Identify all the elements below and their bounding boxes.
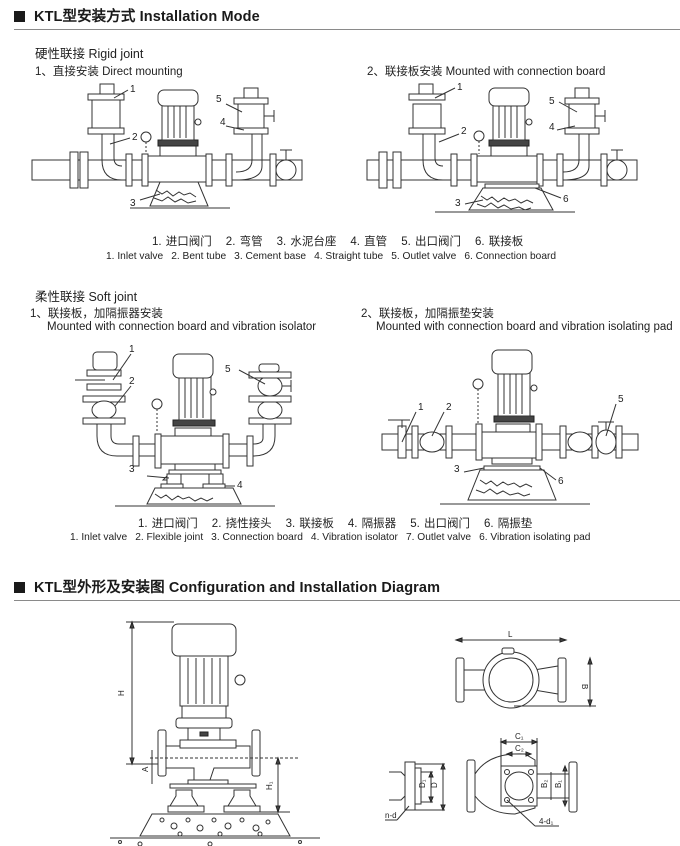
callout-1: 1 [129, 344, 135, 355]
configuration-title: KTL型外形及安装图 Configuration and Installatio… [34, 580, 441, 596]
legend-item: 4. 隔振器 [347, 518, 397, 530]
legend-item: 5. Outlet valve [391, 251, 457, 262]
dim-label-4d1: 4-d₁ [539, 817, 554, 826]
callout-2: 2 [132, 132, 138, 143]
legend-item: 2. 弯管 [225, 236, 263, 248]
legend-item: 6. 隔振垫 [483, 518, 533, 530]
square-bullet-icon [14, 11, 25, 22]
callout-1: 1 [457, 82, 463, 93]
callout-2: 2 [129, 376, 135, 387]
legend-item: 4. Straight tube [314, 251, 384, 262]
pump-top-view-diagram: L B [454, 630, 596, 709]
callout-6: 6 [558, 476, 564, 487]
connection-board-caption: 2、联接板安装 Mounted with connection board [367, 66, 606, 78]
pad-caption-en: Mounted with connection board and vibrat… [376, 321, 673, 333]
soft-pad-diagram: 1 2 3 5 6 [381, 349, 639, 505]
legend-item: 7. Outlet valve [405, 532, 472, 543]
legend-item: 2. Bent tube [171, 251, 227, 262]
legend-item: 2. 挠性接头 [211, 518, 272, 530]
legend-item: 4. 直管 [350, 236, 388, 248]
legend-item: 5. 出口阀门 [410, 518, 470, 530]
section-divider [14, 29, 680, 30]
legend-item: 1. Inlet valve [106, 251, 164, 262]
dim-label-c2: C₂ [515, 744, 524, 753]
callout-3: 3 [130, 198, 136, 209]
legend-item: 1. Inlet valve [70, 532, 128, 543]
dim-label-h: H [117, 690, 126, 696]
dim-label-b1: B₁ [554, 780, 563, 788]
dim-label-d: D [430, 782, 439, 788]
soft-legend-cn: 1. 进口阀门 2. 挠性接头 3. 联接板 4. 隔振器 5. 出口阀门 6. 隔振垫 [138, 515, 546, 531]
pump-elevation-diagram: H A H₁ [110, 620, 320, 846]
pump-base-flange-diagram: D₁ D n-d C₁ C₂ B₂ B₁ 4-d₁ [385, 732, 578, 827]
callout-6: 6 [563, 194, 569, 205]
callout-2: 2 [461, 126, 467, 137]
rigid-board-mounting-diagram: 1 2 3 4 5 6 [366, 82, 638, 213]
legend-item: 3. 联接板 [285, 518, 334, 530]
legend-item: 3. Connection board [211, 532, 303, 543]
dim-label-a: A [141, 766, 150, 772]
callout-5: 5 [549, 96, 555, 107]
rigid-direct-mounting-diagram: 1 2 3 4 5 [31, 83, 303, 209]
soft-joint-heading: 柔性联接 Soft joint [35, 290, 138, 304]
installation-mode-title: KTL型安装方式 Installation Mode [34, 9, 260, 25]
direct-mounting-caption: 1、直接安装 Direct mounting [35, 66, 183, 78]
callout-5: 5 [216, 94, 222, 105]
legend-item: 5. 出口阀门 [401, 236, 461, 248]
square-bullet-icon [14, 582, 25, 593]
rigid-legend-cn: 1. 进口阀门 2. 弯管 3. 水泥台座 4. 直管 5. 出口阀门 6. 联接板 [152, 233, 537, 249]
callout-2: 2 [446, 402, 452, 413]
section-divider [14, 600, 680, 601]
legend-item: 6. Connection board [464, 251, 557, 262]
callout-1: 1 [418, 402, 424, 413]
dim-label-b2: B₂ [540, 780, 549, 788]
isolator-caption-en: Mounted with connection board and vibrat… [47, 321, 317, 333]
callout-5: 5 [225, 364, 231, 375]
legend-item: 6. 联接板 [474, 236, 524, 248]
dim-label-d1: D₁ [418, 779, 427, 788]
dim-label-nd: n-d [385, 811, 397, 820]
rigid-legend-en: 1. Inlet valve 2. Bent tube 3. Cement base… [106, 251, 564, 262]
legend-item: 2. Flexible joint [135, 532, 204, 543]
soft-isolator-diagram: 1 2 3 4 5 [75, 344, 292, 507]
soft-legend-en: 1. Inlet valve 2. Flexible joint 3. Connec… [70, 532, 598, 543]
callout-4: 4 [237, 480, 243, 491]
dim-label-b: B [580, 684, 589, 689]
configuration-heading: KTL型外形及安装图 Configuration and Installatio… [14, 576, 440, 597]
dim-label-c1: C₁ [515, 732, 524, 741]
installation-mode-heading: KTL型安装方式 Installation Mode [14, 5, 260, 26]
callout-3: 3 [454, 464, 460, 475]
legend-item: 3. 水泥台座 [276, 236, 337, 248]
isolator-caption-cn: 1、联接板，加隔振器安装 [30, 308, 163, 320]
callout-4: 4 [220, 117, 226, 128]
callout-4: 4 [549, 122, 555, 133]
pad-caption-cn: 2、联接板，加隔振垫安装 [361, 308, 494, 320]
legend-item: 6. Vibration isolating pad [479, 532, 591, 543]
dim-label-h1: H₁ [265, 781, 274, 790]
callout-5: 5 [618, 394, 624, 405]
dim-label-l: L [508, 630, 513, 639]
legend-item: 4. Vibration isolator [310, 532, 398, 543]
rigid-joint-heading: 硬性联接 Rigid joint [35, 47, 144, 61]
legend-item: 1. 进口阀门 [152, 236, 212, 248]
legend-item: 1. 进口阀门 [138, 518, 198, 530]
callout-3: 3 [129, 464, 135, 475]
callout-1: 1 [130, 84, 136, 95]
legend-item: 3. Cement base [234, 251, 307, 262]
callout-3: 3 [455, 198, 461, 209]
